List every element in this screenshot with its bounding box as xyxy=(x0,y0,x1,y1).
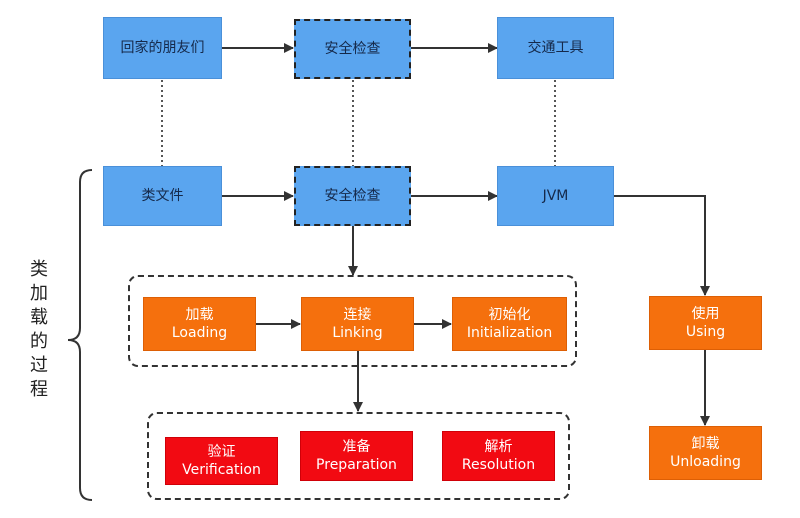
loading-phase-group xyxy=(128,275,577,367)
preparation-box: 准备 Preparation xyxy=(300,431,413,481)
go-home-friends-box: 回家的朋友们 xyxy=(103,17,222,79)
jvm-box: JVM xyxy=(497,166,614,226)
analogy-security-box: 安全检查 xyxy=(294,19,411,79)
initialization-cn: 初始化 xyxy=(488,306,531,323)
loading-cn: 加载 xyxy=(185,306,214,323)
resolution-en: Resolution xyxy=(461,457,536,473)
verification-box: 验证 Verification xyxy=(165,437,278,485)
verification-en: Verification xyxy=(182,462,261,478)
transport-label: 交通工具 xyxy=(527,39,584,56)
verification-cn: 验证 xyxy=(207,443,236,460)
side-char: 载 xyxy=(30,307,48,328)
unloading-cn: 卸载 xyxy=(691,435,720,452)
linking-substeps-group xyxy=(147,412,570,500)
jvm-security-box: 安全检查 xyxy=(294,166,411,226)
preparation-en: Preparation xyxy=(316,457,397,473)
side-char: 加 xyxy=(30,283,48,304)
using-box: 使用 Using xyxy=(649,296,762,350)
using-en: Using xyxy=(685,324,726,340)
side-brace xyxy=(67,169,93,501)
transport-box: 交通工具 xyxy=(497,17,614,79)
loading-box: 加载 Loading xyxy=(143,297,256,351)
initialization-box: 初始化 Initialization xyxy=(452,297,567,351)
unloading-box: 卸载 Unloading xyxy=(649,426,762,480)
arrow-jvm-to-using xyxy=(614,195,710,296)
linking-en: Linking xyxy=(332,325,383,341)
analogy-security-label: 安全检查 xyxy=(324,40,381,57)
side-char: 类 xyxy=(30,259,48,280)
initialization-en: Initialization xyxy=(466,325,553,341)
side-char: 的 xyxy=(30,331,48,352)
using-cn: 使用 xyxy=(691,305,720,322)
side-char: 过 xyxy=(30,355,48,376)
jvm-label: JVM xyxy=(542,187,569,204)
resolution-cn: 解析 xyxy=(484,438,513,455)
side-char: 程 xyxy=(30,379,48,400)
loading-en: Loading xyxy=(171,325,228,341)
resolution-box: 解析 Resolution xyxy=(442,431,555,481)
class-file-label: 类文件 xyxy=(141,187,184,204)
linking-box: 连接 Linking xyxy=(301,297,414,351)
class-loading-process-label: 类 加 载 的 过 程 xyxy=(28,258,50,402)
linking-cn: 连接 xyxy=(343,306,372,323)
jvm-security-label: 安全检查 xyxy=(324,187,381,204)
unloading-en: Unloading xyxy=(670,454,741,470)
class-file-box: 类文件 xyxy=(103,166,222,226)
go-home-friends-label: 回家的朋友们 xyxy=(120,39,205,56)
preparation-cn: 准备 xyxy=(342,438,371,455)
